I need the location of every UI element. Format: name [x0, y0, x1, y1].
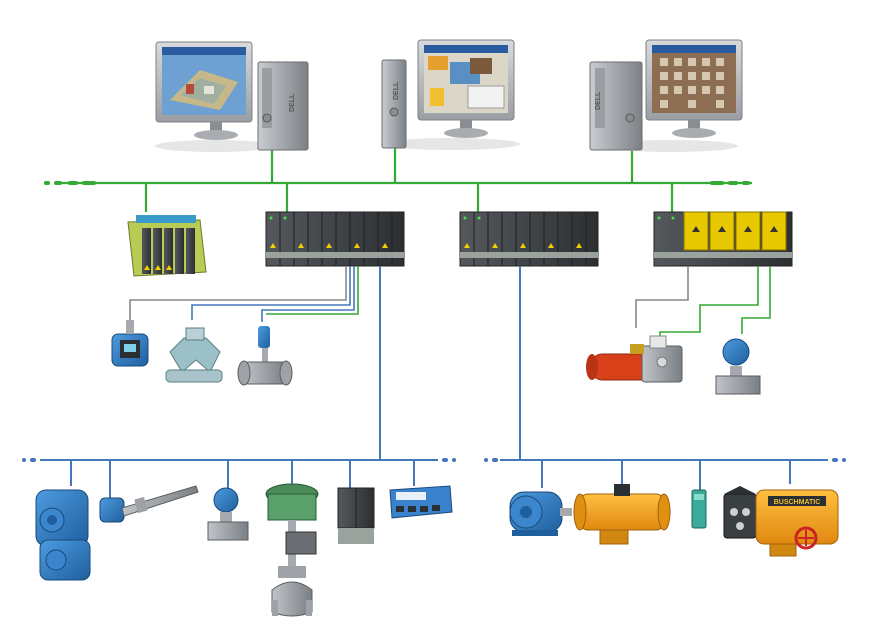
workstation-1[interactable]: DELL: [155, 41, 309, 152]
ws3-brand: DELL: [595, 91, 602, 110]
pressure-transmitter-hart[interactable]: [715, 338, 761, 395]
pneumatic-actuator[interactable]: [586, 335, 683, 383]
control-network: [62, 148, 752, 212]
control-network-dashes: [44, 181, 750, 185]
temperature-probe[interactable]: [99, 485, 199, 523]
rotary-actuator[interactable]: [573, 484, 671, 545]
fieldbus-segments: [40, 266, 828, 498]
control-valve[interactable]: [265, 483, 319, 617]
fieldbus-power-module[interactable]: [337, 487, 375, 544]
io-rack[interactable]: [127, 215, 207, 277]
ws1-brand: DELL: [289, 93, 296, 112]
fieldbus-junction-block[interactable]: [389, 485, 453, 519]
controller-2[interactable]: [459, 211, 599, 267]
workstation-3[interactable]: DELL: [589, 39, 743, 152]
electric-valve-actuator[interactable]: BUSCHMATIC: [723, 486, 839, 557]
hart-transmitter[interactable]: [111, 320, 149, 367]
fieldbus-dashes: [22, 458, 846, 462]
controller1-hart-wiring: [129, 266, 359, 322]
controller3-hart-wiring: [635, 266, 771, 340]
workstation-2[interactable]: DELL: [380, 39, 520, 150]
actuator-brand-label: BUSCHMATIC: [774, 499, 821, 506]
explosion-proof-enclosure[interactable]: [35, 489, 91, 581]
controller-3[interactable]: [653, 211, 793, 267]
vortex-flowmeter[interactable]: [237, 326, 293, 386]
pressure-transmitter-fieldbus[interactable]: [207, 487, 249, 541]
controller-1[interactable]: [265, 211, 405, 267]
coriolis-flowmeter[interactable]: [165, 327, 223, 383]
proximity-sensor[interactable]: [691, 489, 707, 529]
ws2-brand: DELL: [393, 81, 400, 100]
electric-motor[interactable]: [509, 491, 572, 536]
